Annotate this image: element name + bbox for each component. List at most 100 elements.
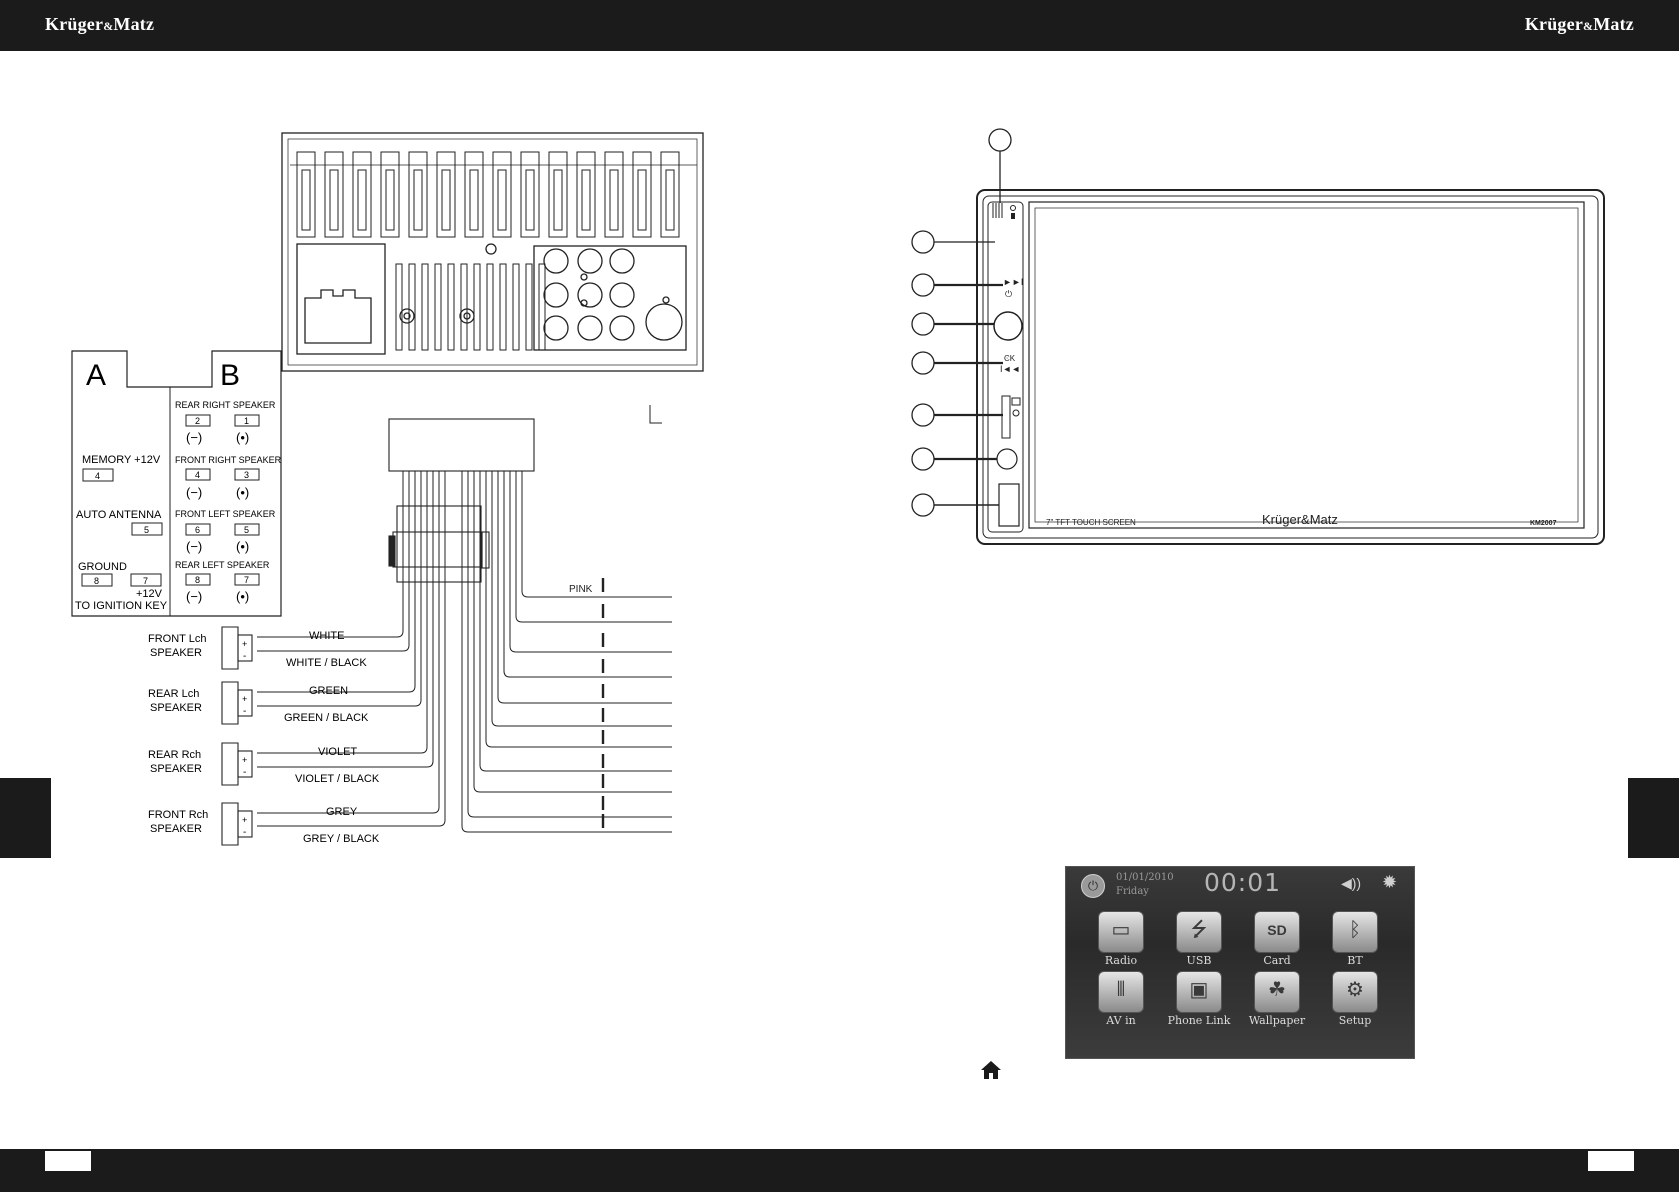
svg-text:(−): (−) [186, 485, 202, 500]
heatsink-fin [436, 151, 456, 238]
av-in-icon: ⫴ [1116, 979, 1126, 1001]
svg-text:FRONT RIGHT SPEAKER: FRONT RIGHT SPEAKER [175, 455, 282, 465]
speaker-name: FRONT Lch [148, 633, 206, 645]
rca-jack [543, 248, 569, 274]
svg-text:REAR LEFT SPEAKER: REAR LEFT SPEAKER [175, 560, 270, 570]
brightness-icon: ✹ [1382, 872, 1398, 892]
wire-color-neg-label: WHITE / BLACK [286, 657, 367, 669]
speaker-wire [257, 471, 422, 707]
rca-jack [577, 315, 603, 341]
heatsink-fin [464, 151, 484, 238]
heatsink-slot [665, 169, 675, 231]
speaker-name: FRONT Rch [148, 809, 208, 821]
harness-wire [491, 471, 672, 727]
speaker-wire [257, 471, 410, 652]
harness-wire [521, 471, 672, 598]
pink-wire-label: PINK [569, 584, 593, 595]
device-model-label: KM2007 [1530, 520, 1557, 527]
heatsink-slot [469, 169, 479, 231]
svg-text:5: 5 [144, 525, 149, 535]
speaker-terminal [237, 810, 253, 838]
radio-icon: ▭ [1111, 919, 1131, 941]
header-bar [0, 0, 1679, 51]
heatsink-fin [492, 151, 512, 238]
speaker-icon [221, 626, 239, 670]
heatsink-fin [520, 151, 540, 238]
wire-color-label: GREEN [309, 685, 348, 697]
sd-card-icon: SD [1267, 922, 1287, 938]
heatsink-fin [408, 151, 428, 238]
connector-b-label: B [220, 359, 240, 392]
heatsink-slot [497, 169, 507, 231]
svg-text:8: 8 [195, 575, 200, 585]
heatsink-slot [301, 169, 311, 231]
vent-slot [486, 263, 494, 351]
speaker-minus: - [243, 767, 246, 778]
heatsink-fin [352, 151, 372, 238]
rca-jack [543, 282, 569, 308]
gear-icon: ⚙ [1346, 979, 1364, 1001]
harness-wire [485, 471, 672, 748]
page-number-right [1588, 1151, 1634, 1171]
rca-jack [577, 248, 603, 274]
harness-wire [497, 471, 672, 704]
speaker-name-2: SPEAKER [150, 702, 202, 714]
svg-text:TO IGNITION KEY: TO IGNITION KEY [75, 600, 168, 612]
vent-slot [538, 263, 546, 351]
heatsink-slot [441, 169, 451, 231]
svg-text:(−): (−) [186, 430, 202, 445]
svg-text:1: 1 [244, 416, 249, 426]
page-number-left [45, 1151, 91, 1171]
vent-slot [460, 263, 468, 351]
speaker-name: REAR Rch [148, 749, 201, 761]
rca-jack [577, 282, 603, 308]
heatsink-fin [380, 151, 400, 238]
svg-text:MEMORY +12V: MEMORY +12V [82, 454, 161, 466]
vent-slot [434, 263, 442, 351]
harness-wire [509, 471, 672, 653]
app-wallpaper: ☘Wallpaper [1238, 971, 1316, 1033]
device-brand-label: Krüger&Matz [1262, 512, 1338, 527]
svg-text:►►I: ►►I [1003, 277, 1023, 287]
svg-text:(−): (−) [186, 589, 202, 604]
wire-color-label: GREY [326, 806, 358, 818]
vent-slot [447, 263, 455, 351]
speaker-minus: - [243, 706, 246, 717]
heatsink-fin [660, 151, 680, 238]
speaker-wire [257, 471, 428, 754]
screen-date: 01/01/2010 [1116, 872, 1174, 883]
rca-jack [609, 315, 635, 341]
svg-text:(•): (•) [236, 485, 249, 500]
heatsink-fin [604, 151, 624, 238]
speaker-terminal [237, 689, 253, 717]
svg-text:FRONT LEFT SPEAKER: FRONT LEFT SPEAKER [175, 509, 276, 519]
wire-color-neg-label: VIOLET / BLACK [295, 773, 380, 785]
heatsink-slot [609, 169, 619, 231]
connector-a-label: A [86, 359, 106, 392]
speaker-minus: - [243, 827, 246, 838]
speaker-name-2: SPEAKER [150, 763, 202, 775]
power-icon: ⏻ [1081, 874, 1105, 898]
harness-wire [503, 471, 672, 678]
wire-color-neg-label: GREEN / BLACK [284, 712, 369, 724]
rca-jack [609, 282, 635, 308]
harness-wire [479, 471, 672, 772]
vent-slot [408, 263, 416, 351]
svg-text:(•): (•) [236, 539, 249, 554]
speaker-plus: + [242, 639, 247, 649]
heatsink-fin [548, 151, 568, 238]
app-radio: ▭Radio [1082, 911, 1160, 973]
vent-slot [512, 263, 520, 351]
device-front-panel: ►►I ⏻ ϾΚ I◄◄ 7" TFT TOUCH SCREEN Krüger&… [911, 128, 1605, 545]
speaker-wire [257, 471, 416, 693]
usb-icon: ⭍ [1190, 919, 1208, 941]
svg-text:6: 6 [195, 525, 200, 535]
svg-text:7: 7 [244, 575, 249, 585]
speaker-icon [221, 681, 239, 725]
heatsink-slot [413, 169, 423, 231]
speaker-name-2: SPEAKER [150, 823, 202, 835]
app-setup: ⚙Setup [1316, 971, 1394, 1033]
rear-panel [281, 132, 704, 424]
